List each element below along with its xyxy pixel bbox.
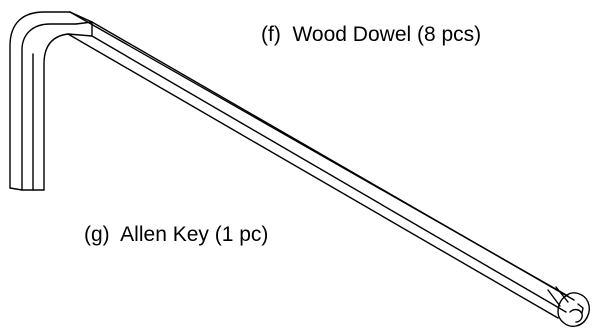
key-shaft-mid-top [91,21,575,301]
key-short-leg-inner [21,23,77,191]
key-short-leg [9,11,71,189]
key-shaft-bottom [67,33,559,319]
wood-dowel-label: (f) Wood Dowel (8 pcs) [261,23,482,46]
key-bend [67,11,93,37]
key-short-leg-back [43,33,69,191]
allen-key-label: (g) Allen Key (1 pc) [84,223,269,246]
key-ball-end [557,292,590,327]
key-short-leg-end [9,187,45,191]
key-shaft-mid-bottom [91,35,567,313]
